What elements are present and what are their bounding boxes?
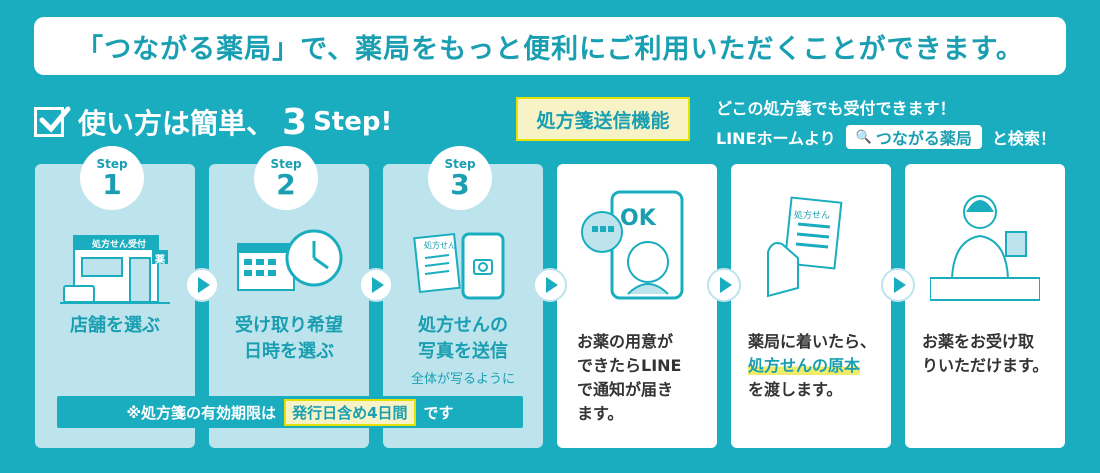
step-1-badge: Step 1: [80, 146, 144, 210]
search-chip[interactable]: 🔍 つながる薬局: [845, 125, 982, 149]
step-3-badge: Step 3: [428, 146, 492, 210]
notify-line-4: ます。: [577, 404, 624, 423]
step-1-label: 店舗を選ぶ: [70, 315, 160, 336]
store-badge: 薬: [155, 255, 165, 266]
pharmacist-icon: [930, 190, 1040, 302]
step-3-num: 3: [450, 168, 470, 201]
next-arrow-icon: [185, 268, 219, 302]
step-2-num: 2: [276, 168, 296, 201]
validity-suffix: です: [423, 403, 454, 422]
step-2-badge: Step 2: [254, 146, 318, 210]
doc-label-info2: 処方せん: [794, 211, 831, 221]
handover-highlight: 処方せんの原本: [748, 356, 861, 375]
notify-line-2: できたらLINE: [577, 356, 682, 375]
calendar-clock-icon: [234, 228, 346, 298]
step-1-word: Step: [96, 157, 128, 171]
step-3-label-2: 写真を送信: [418, 341, 508, 362]
store-icon: [60, 228, 170, 308]
search-term: つながる薬局: [875, 129, 972, 148]
step-1-num: 1: [102, 168, 122, 201]
ok-text: OK: [620, 206, 656, 231]
validity-note: ※処方箋の有効期限は 発行日含め4日間 です: [57, 396, 523, 428]
next-arrow-icon: [359, 268, 393, 302]
step-header-num: 3: [282, 101, 308, 143]
phone-ok-icon: [578, 186, 688, 302]
banner-accent: 「つながる薬局」: [76, 33, 301, 65]
validity-highlight: 発行日含め4日間: [284, 398, 416, 426]
next-arrow-icon: [533, 268, 567, 302]
store-sign: 処方せん受付: [92, 240, 147, 250]
search-icon: 🔍: [855, 129, 872, 145]
feature-description: どこの処方箋でも受付できます！ LINEホームより 🔍 つながる薬局 と検索！: [716, 92, 1056, 152]
next-arrow-icon: [881, 268, 915, 302]
banner-text: で、薬局をもっと便利にご利用いただくことができます。: [300, 33, 1024, 65]
receive-line-1: お薬をお受け取: [922, 332, 1035, 351]
notify-line-3: で通知が届き: [577, 380, 674, 399]
notify-line-1: お薬の用意が: [577, 332, 674, 351]
step-header-title: 使い方は簡単、: [78, 107, 275, 140]
step-2-label-1: 受け取り希望: [235, 315, 343, 336]
handover-line-1: 薬局に着いたら、: [748, 332, 877, 351]
feature-badge: 処方箋送信機能: [516, 97, 690, 141]
top-banner: 「つながる薬局」で、薬局をもっと便利にご利用いただくことができます。: [34, 17, 1066, 75]
feature-line-2-suffix: と検索！: [991, 129, 1056, 148]
receive-line-2: りいただけます。: [922, 356, 1049, 375]
feature-line-1: どこの処方箋でも受付できます！: [716, 99, 956, 118]
feature-line-2-prefix: LINEホームより: [716, 129, 836, 148]
info-card-notify-text: お薬の用意が できたらLINE で通知が届き ます。: [577, 330, 681, 426]
prescription-photo-icon: [413, 228, 513, 300]
hand-prescription-icon: [758, 196, 858, 300]
step-3-sub: 全体が写るように: [410, 372, 515, 387]
next-arrow-icon: [707, 268, 741, 302]
step-3-label-1: 処方せんの: [418, 315, 508, 336]
feature-line-2: LINEホームより 🔍 つながる薬局 と検索！: [716, 122, 1056, 152]
step-2-word: Step: [270, 157, 302, 171]
step-header-word: Step!: [313, 107, 393, 137]
validity-prefix: ※処方箋の有効期限は: [126, 403, 277, 422]
step-header: 使い方は簡単、 3 Step!: [34, 100, 392, 144]
step-2-label-2: 日時を選ぶ: [244, 341, 334, 362]
info-card-receive-text: お薬をお受け取 りいただけます。: [922, 330, 1048, 378]
handover-line-3: を渡します。: [748, 380, 843, 399]
checkbox-icon: [34, 106, 71, 137]
step-3-word: Step: [444, 157, 476, 171]
info-card-handover-text: 薬局に着いたら、 処方せんの原本 を渡します。: [748, 330, 876, 402]
doc-label-step3: 処方せん: [424, 241, 456, 250]
